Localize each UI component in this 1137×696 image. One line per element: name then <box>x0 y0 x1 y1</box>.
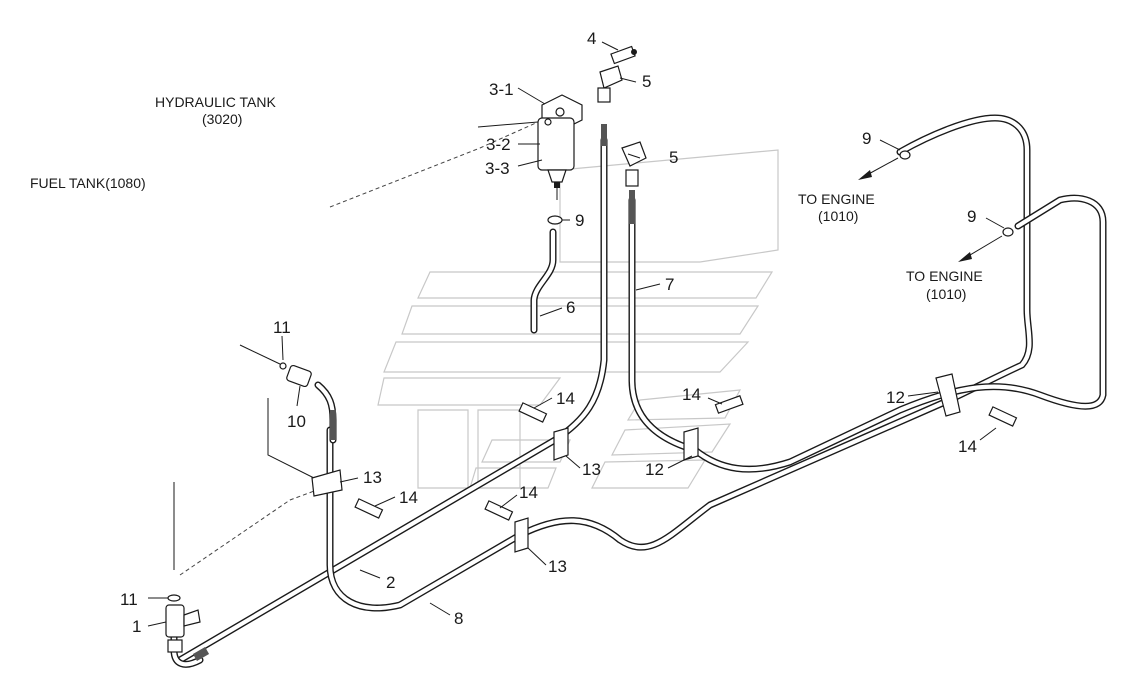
pipe-8 <box>326 114 1033 612</box>
part-label-8: 8 <box>454 609 463 628</box>
part-label-10: 10 <box>287 412 306 431</box>
fitting-10 <box>286 364 312 388</box>
fuel-filter-assembly <box>537 94 583 200</box>
clamp-13-center <box>553 427 569 461</box>
fitting-11-upper <box>279 362 287 370</box>
bolt-14-center-left <box>518 402 548 423</box>
arrow-to-engine-2 <box>958 235 1003 262</box>
part-label-9-lower: 9 <box>967 207 976 226</box>
part-label-14-bottom: 14 <box>519 483 538 502</box>
to-engine-label-2: TO ENGINE <box>906 268 983 284</box>
fuel-tank-label: FUEL TANK(1080) <box>30 175 146 191</box>
part-label-9-filter: 9 <box>575 211 584 230</box>
fitting-9-lower <box>1002 227 1014 237</box>
to-engine-code-2: (1010) <box>926 286 966 302</box>
arrow-to-engine-1 <box>858 157 899 180</box>
leader-lines <box>147 41 1005 627</box>
part-label-11-lower: 11 <box>120 590 138 609</box>
bolt-14-bottom <box>484 500 514 521</box>
tank-reference-lines <box>173 121 539 576</box>
to-engine-code-1: (1010) <box>818 208 858 224</box>
part-label-14-right: 14 <box>958 437 977 456</box>
part-label-4: 4 <box>587 29 596 48</box>
fitting-4 <box>610 45 637 65</box>
fitting-5-top <box>597 65 623 103</box>
part-label-1: 1 <box>132 617 141 636</box>
fitting-11-lower <box>167 594 181 602</box>
watermark-logo <box>377 149 779 489</box>
part-label-13-center: 13 <box>582 460 601 479</box>
fitting-9-filter <box>547 215 563 225</box>
fitting-9-upper <box>899 150 911 160</box>
part-label-3-2: 3-2 <box>486 135 511 154</box>
bolt-14-right <box>988 406 1018 427</box>
clamp-12-center <box>683 427 699 461</box>
part-label-11-upper: 11 <box>273 318 291 337</box>
part-label-3-1: 3-1 <box>489 80 514 99</box>
part-label-3-3: 3-3 <box>485 159 510 178</box>
hydraulic-tank-code: (3020) <box>202 111 242 127</box>
clamp-13-left <box>311 469 343 497</box>
part-label-13-left: 13 <box>363 468 382 487</box>
part-label-14-center-left: 14 <box>556 389 575 408</box>
part-label-5-mid: 5 <box>669 148 678 167</box>
bolt-14-left <box>354 498 384 519</box>
part-label-5-top: 5 <box>642 72 651 91</box>
part-label-12-right: 12 <box>886 388 905 407</box>
part-label-6: 6 <box>566 298 575 317</box>
hydraulic-tank-label: HYDRAULIC TANK <box>155 94 277 110</box>
pipe-6 <box>530 228 557 334</box>
valve-1 <box>165 604 201 653</box>
clamp-12-right <box>935 373 961 417</box>
clamp-13-bottom <box>514 517 529 553</box>
bolt-14-center-right <box>714 395 744 414</box>
part-label-2: 2 <box>386 573 395 592</box>
part-label-7: 7 <box>665 275 674 294</box>
to-engine-label-1: TO ENGINE <box>798 191 875 207</box>
part-label-9-upper: 9 <box>862 129 871 148</box>
fitting-5-mid <box>621 141 647 187</box>
part-label-14-left: 14 <box>399 488 418 507</box>
part-label-12-center: 12 <box>645 460 664 479</box>
part-label-13-bottom: 13 <box>548 557 567 576</box>
part-label-14-center-right: 14 <box>682 385 701 404</box>
